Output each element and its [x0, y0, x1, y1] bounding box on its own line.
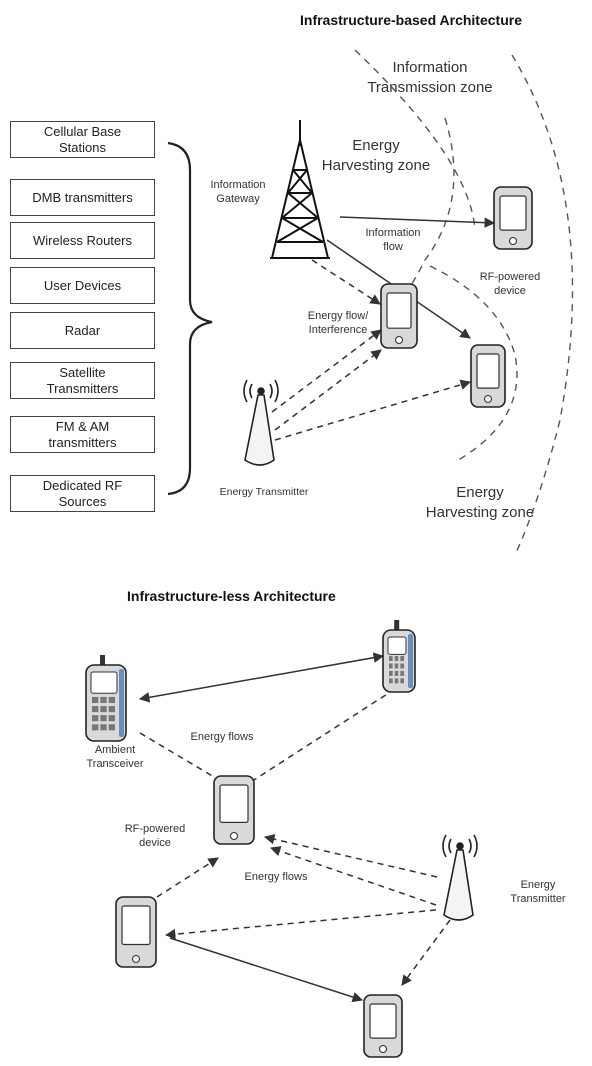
energy-flow-tx-arrow-2: [270, 846, 437, 906]
gateway-label: Information Gateway: [210, 179, 266, 205]
device-group: [85, 186, 533, 1058]
source-satellite-transmitters: Satellite Transmitters: [10, 362, 155, 399]
source-dmb-transmitters: DMB transmitters: [10, 179, 155, 216]
energy-zone-arc-lower: [429, 265, 518, 463]
energy-flows-top-label: Energy flows: [190, 731, 254, 743]
zone-energy-harvesting-bottom: Energy Harvesting zone: [425, 484, 535, 521]
rf-powered-device-icon: [115, 896, 157, 968]
zone-energy-harvesting-top: Energy Harvesting zone: [321, 137, 431, 174]
energy-zone-arc-inner: [374, 117, 455, 336]
energy-transmitter-icon: [243, 379, 279, 466]
energy-interference-arrow: [311, 259, 381, 305]
rf-powered-device-icon: [380, 283, 418, 349]
source-radar: Radar: [10, 312, 155, 349]
energy-flow-phone-arrow: [239, 688, 396, 790]
rf-device-label: RF-powered device: [479, 271, 541, 297]
energy-flow-arrow-2: [274, 349, 382, 431]
source-cellular-base-stations: Cellular Base Stations: [10, 121, 155, 158]
energy-tx-label: Energy Transmitter: [219, 486, 309, 498]
rf-powered-device-icon: [470, 344, 506, 408]
source-user-devices: User Devices: [10, 267, 155, 304]
energy-flow-tx-arrow-3: [164, 909, 437, 940]
device-link-arrow: [169, 937, 363, 1003]
source-fm-am-transmitters: FM & AM transmitters: [10, 416, 155, 453]
tower-icon: [270, 120, 330, 259]
source-wireless-routers: Wireless Routers: [10, 222, 155, 259]
energy-flow-tx-arrow-4: [401, 919, 451, 986]
keypad-phone-icon: [382, 620, 416, 693]
energy-flow-tx-arrow-1: [263, 834, 438, 878]
rf-powered-device-icon: [213, 775, 255, 845]
energy-flows-bottom-label: Energy flows: [244, 871, 308, 883]
ambient-label: Ambient Transceiver: [86, 744, 144, 770]
energy-flow-up-arrow: [156, 857, 219, 898]
energy-transmitter-icon-2: [442, 834, 478, 921]
outer-zone-arc: [511, 54, 574, 556]
sources-brace: [167, 141, 213, 496]
info-flow-arrow-1: [339, 216, 496, 228]
rf-powered-device-icon: [363, 994, 403, 1058]
info-flow-label: Information flow: [365, 227, 421, 253]
zone-info-transmission: Information Transmission zone: [367, 59, 493, 96]
infraless-title: Infrastructure-less Architecture: [127, 588, 336, 604]
ambient-link-arrow: [138, 652, 385, 703]
energy-flow-arrow-3: [274, 379, 472, 441]
source-dedicated-rf: Dedicated RF Sources: [10, 475, 155, 512]
energy-flow-label: Energy flow/ Interference: [307, 310, 369, 336]
rf-powered-device-icon: [493, 186, 533, 250]
energy-flow-arrow-1: [271, 329, 382, 413]
info-zone-arc-upper: [354, 49, 476, 231]
keypad-phone-icon: [85, 655, 127, 742]
energy-tx-label-2: Energy Transmitter: [510, 879, 566, 905]
rf-device-label-2: RF-powered device: [124, 823, 186, 849]
infra-title: Infrastructure-based Architecture: [300, 12, 522, 28]
